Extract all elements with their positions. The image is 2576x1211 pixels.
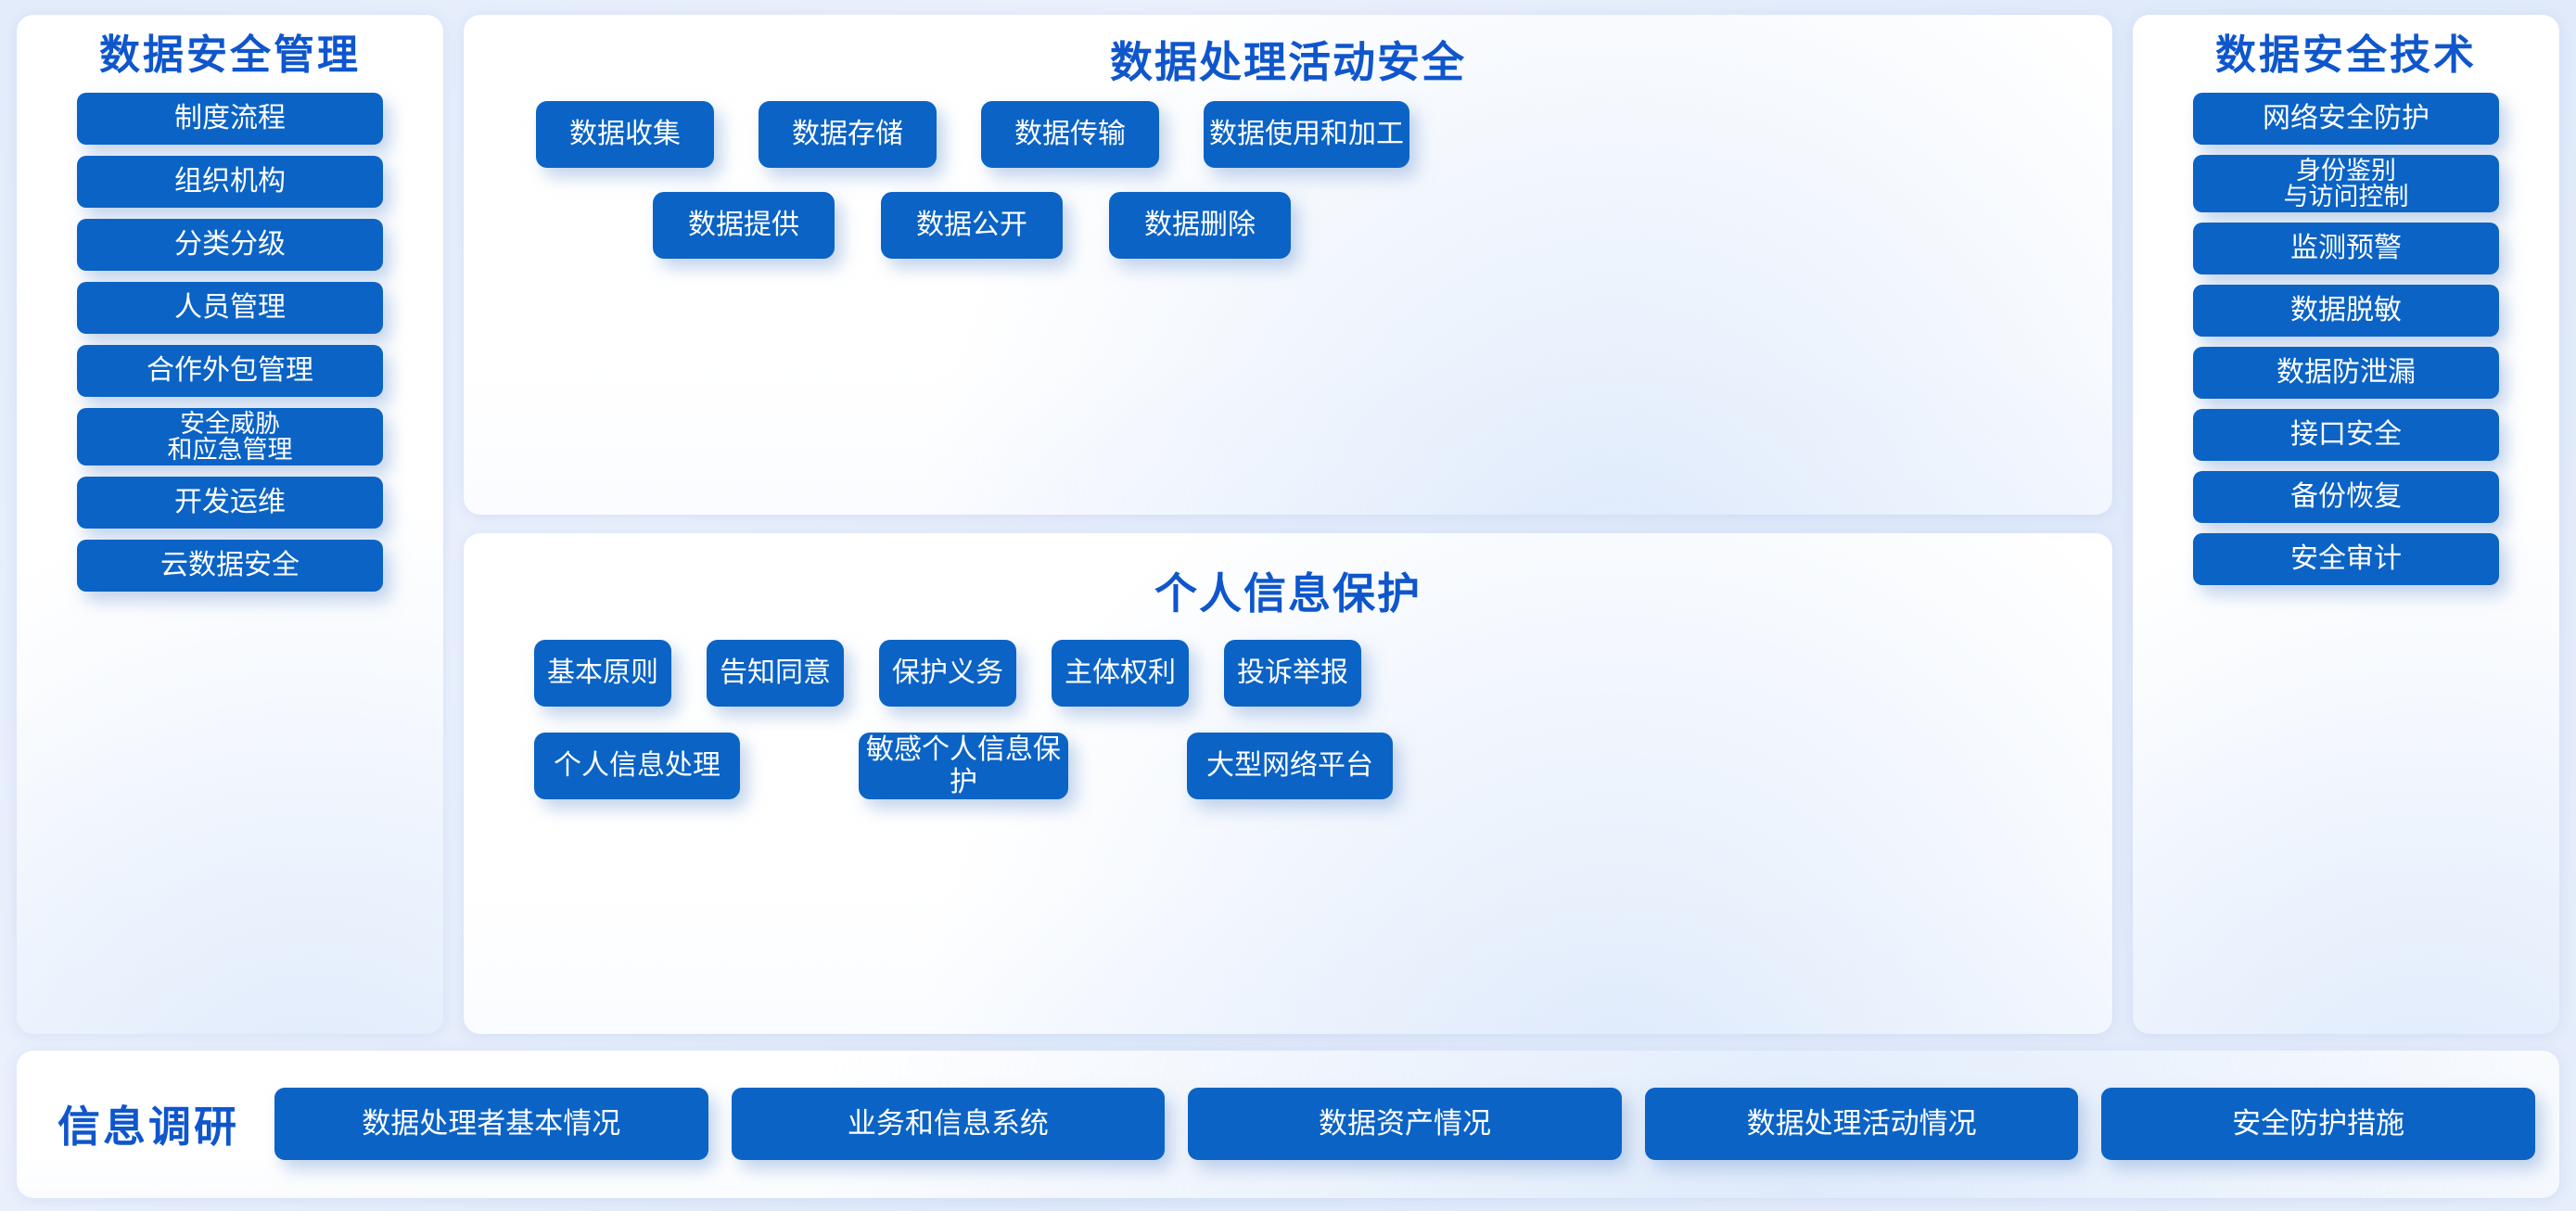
center-column: 数据处理活动安全 数据收集 数据存储 数据传输 数据使用和加工 数据提供 数据公…	[464, 15, 2112, 1034]
chip-personnel-management[interactable]: 人员管理	[77, 282, 383, 334]
chip-security-protection-measures[interactable]: 安全防护措施	[2101, 1088, 2535, 1161]
personal-info-row-2: 个人信息处理 敏感个人信息保护 大型网络平台	[497, 732, 2079, 799]
chip-complaints-reporting[interactable]: 投诉举报	[1224, 639, 1361, 707]
chip-business-and-info-systems[interactable]: 业务和信息系统	[731, 1088, 1166, 1161]
chip-sensitive-personal-info-protection[interactable]: 敏感个人信息保护	[859, 732, 1068, 799]
chip-identity-authentication-access-control[interactable]: 身份鉴别 与访问控制	[2193, 155, 2499, 212]
chip-large-network-platform[interactable]: 大型网络平台	[1187, 732, 1393, 799]
chip-data-disclosure[interactable]: 数据公开	[881, 191, 1063, 259]
panel-data-security-technology: 数据安全技术 网络安全防护 身份鉴别 与访问控制 监测预警 数据脱敏 数据防泄漏…	[2133, 15, 2559, 1034]
chip-data-asset-status[interactable]: 数据资产情况	[1188, 1088, 1622, 1161]
chip-protection-obligations[interactable]: 保护义务	[879, 639, 1016, 707]
chip-classification-grading[interactable]: 分类分级	[77, 219, 383, 271]
chip-data-storage[interactable]: 数据存储	[759, 100, 937, 168]
chip-subject-rights[interactable]: 主体权利	[1052, 639, 1189, 707]
panel-title-left: 数据安全管理	[99, 32, 361, 78]
data-processing-row-2: 数据提供 数据公开 数据删除	[497, 191, 2079, 259]
chip-threat-emergency-management[interactable]: 安全威胁 和应急管理	[77, 408, 383, 465]
right-panel-list: 网络安全防护 身份鉴别 与访问控制 监测预警 数据脱敏 数据防泄漏 接口安全 备…	[2149, 93, 2543, 585]
chip-monitoring-alerting[interactable]: 监测预警	[2193, 223, 2499, 274]
chip-data-transmission[interactable]: 数据传输	[981, 100, 1159, 168]
panel-personal-information-protection: 个人信息保护 基本原则 告知同意 保护义务 主体权利 投诉举报 个人信息处理 敏…	[464, 533, 2112, 1033]
chip-data-collection[interactable]: 数据收集	[536, 100, 714, 168]
left-panel-list: 制度流程 组织机构 分类分级 人员管理 合作外包管理 安全威胁 和应急管理 开发…	[33, 93, 427, 592]
panel-title-personal-info: 个人信息保护	[1154, 569, 1422, 618]
chip-personal-info-processing[interactable]: 个人信息处理	[534, 732, 740, 799]
chip-notice-and-consent[interactable]: 告知同意	[707, 639, 844, 707]
panel-title-data-processing: 数据处理活动安全	[1110, 38, 1466, 86]
data-processing-row-1: 数据收集 数据存储 数据传输 数据使用和加工	[497, 100, 2079, 168]
chip-system-process[interactable]: 制度流程	[77, 93, 383, 145]
panel-data-processing-activity-security: 数据处理活动安全 数据收集 数据存储 数据传输 数据使用和加工 数据提供 数据公…	[464, 15, 2112, 515]
chip-cloud-data-security[interactable]: 云数据安全	[77, 540, 383, 592]
chip-interface-security[interactable]: 接口安全	[2193, 409, 2499, 461]
panel-title-right: 数据安全技术	[2215, 32, 2477, 78]
chip-data-deletion[interactable]: 数据删除	[1109, 191, 1291, 259]
chip-outsourcing-management[interactable]: 合作外包管理	[77, 345, 383, 397]
personal-info-row-1: 基本原则 告知同意 保护义务 主体权利 投诉举报	[497, 639, 2079, 707]
chip-data-use-and-processing[interactable]: 数据使用和加工	[1204, 100, 1409, 168]
chip-data-leak-prevention[interactable]: 数据防泄漏	[2193, 347, 2499, 399]
panel-information-research: 信息调研 数据处理者基本情况 业务和信息系统 数据资产情况 数据处理活动情况 安…	[17, 1050, 2559, 1198]
chip-devops[interactable]: 开发运维	[77, 477, 383, 529]
chip-data-provision[interactable]: 数据提供	[653, 191, 835, 259]
chip-data-processing-activity-status[interactable]: 数据处理活动情况	[1644, 1088, 2079, 1161]
chip-security-audit[interactable]: 安全审计	[2193, 533, 2499, 585]
panel-data-security-management: 数据安全管理 制度流程 组织机构 分类分级 人员管理 合作外包管理 安全威胁 和…	[17, 15, 443, 1034]
chip-backup-recovery[interactable]: 备份恢复	[2193, 471, 2499, 523]
upper-area: 数据安全管理 制度流程 组织机构 分类分级 人员管理 合作外包管理 安全威胁 和…	[17, 15, 2559, 1034]
chip-data-masking[interactable]: 数据脱敏	[2193, 285, 2499, 337]
chip-processor-basic-info[interactable]: 数据处理者基本情况	[274, 1088, 708, 1161]
chip-organization[interactable]: 组织机构	[77, 156, 383, 208]
bottom-bar-chips: 数据处理者基本情况 业务和信息系统 数据资产情况 数据处理活动情况 安全防护措施	[274, 1088, 2535, 1161]
chip-network-security-protection[interactable]: 网络安全防护	[2193, 93, 2499, 145]
chip-basic-principles[interactable]: 基本原则	[534, 639, 671, 707]
bottom-bar-label: 信息调研	[57, 1103, 239, 1152]
